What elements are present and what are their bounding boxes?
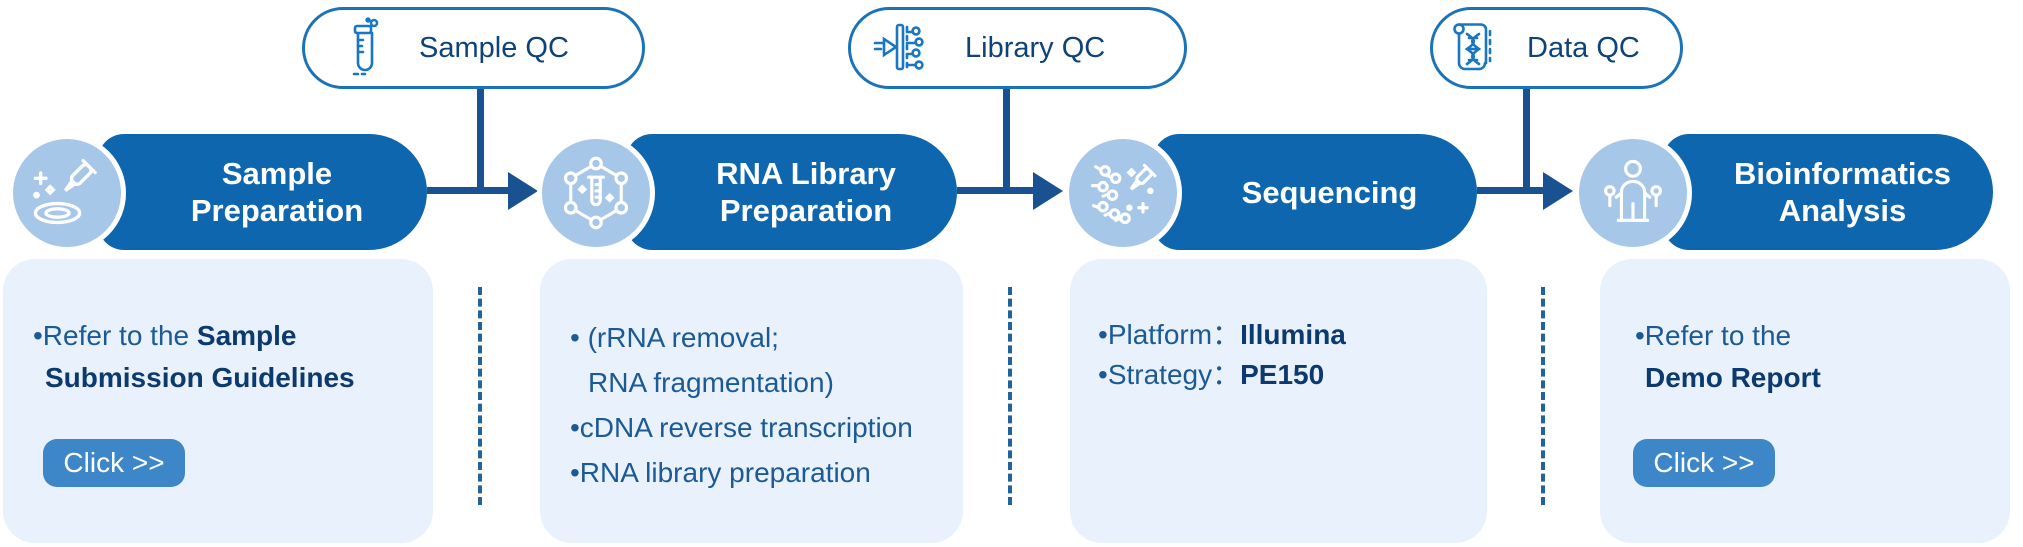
qc-label: Sample QC xyxy=(419,31,569,64)
qc-pill-data: Data QC xyxy=(1430,7,1683,89)
sample-submission-guidelines-link: Sample Submission Guidelines xyxy=(45,320,355,393)
arrow-step2-to-step3 xyxy=(957,171,1063,210)
card-text: • (rRNA removal; xyxy=(570,322,779,353)
test-tube-icon xyxy=(343,17,387,79)
sample-guidelines-click-button[interactable]: Click >> xyxy=(43,439,185,487)
card-text: •cDNA reverse transcription xyxy=(570,412,913,443)
library-qc-connector-line xyxy=(1003,85,1010,192)
data-qc-connector-line xyxy=(1523,85,1530,192)
demo-report-click-button[interactable]: Click >> xyxy=(1633,439,1775,487)
qc-label: Data QC xyxy=(1527,31,1640,64)
arrowhead-icon xyxy=(1543,171,1573,210)
card-text: •Platform：Illumina xyxy=(1098,319,1346,350)
library-fragment-icon xyxy=(873,19,927,77)
beads-pipette-icon xyxy=(1064,134,1182,252)
divider xyxy=(1541,287,1545,505)
qc-label: Library QC xyxy=(965,31,1106,64)
person-tools-icon xyxy=(1574,134,1692,252)
sample-qc-connector-line xyxy=(477,85,484,192)
dropper-dish-icon xyxy=(8,134,126,252)
arrowhead-icon xyxy=(508,171,538,210)
qc-pill-library: Library QC xyxy=(848,7,1187,89)
scroll-dna-icon xyxy=(1449,19,1497,77)
demo-report-link: Demo Report xyxy=(1645,362,1821,393)
qc-pill-sample: Sample QC xyxy=(302,7,645,89)
arrow-step1-to-step2 xyxy=(427,171,538,210)
divider xyxy=(1008,287,1012,505)
step-pill-sequencing: Sequencing xyxy=(1153,134,1477,250)
card-sample-preparation: •Refer to the Sample Submission Guidelin… xyxy=(3,259,433,543)
arrowhead-icon xyxy=(1033,171,1063,210)
card-text: •Strategy：PE150 xyxy=(1098,359,1325,390)
card-rna-library-preparation: • (rRNA removal; RNA fragmentation) •cDN… xyxy=(540,259,963,543)
arrow-step3-to-step4 xyxy=(1477,171,1573,210)
card-text: •RNA library preparation xyxy=(570,457,871,488)
divider xyxy=(478,287,482,505)
card-text: RNA fragmentation) xyxy=(588,367,834,398)
card-text: •Refer to the Sample Submission Guidelin… xyxy=(33,320,355,393)
molecule-tube-icon xyxy=(537,134,655,252)
card-sequencing: •Platform：Illumina •Strategy：PE150 xyxy=(1070,259,1487,543)
step-title: Sequencing xyxy=(1241,174,1418,210)
